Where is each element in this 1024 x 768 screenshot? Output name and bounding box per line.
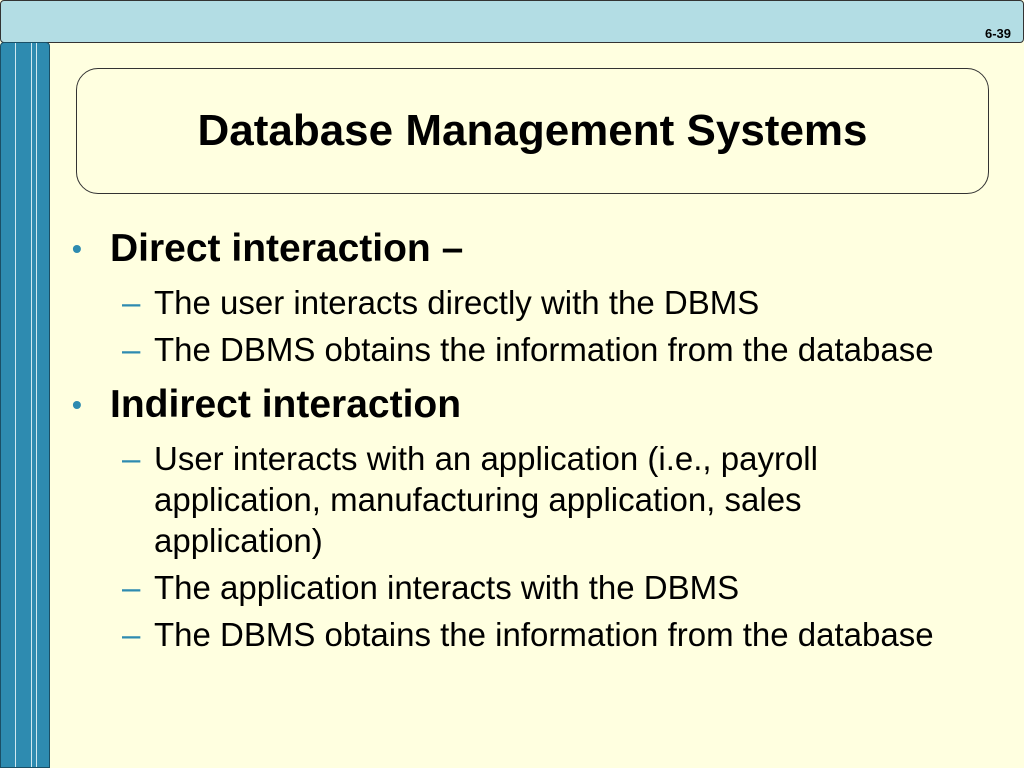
sub-bullet-marker: – (122, 331, 141, 368)
sub-bullet: – The user interacts directly with the D… (72, 282, 972, 323)
bullet-text: Indirect interaction (110, 383, 462, 426)
slide-title: Database Management Systems (197, 106, 868, 155)
slide-number: 6-39 (984, 26, 1011, 41)
top-bar: 6-39 (0, 0, 1024, 43)
sub-bullet-text: The application interacts with the DBMS (154, 569, 740, 606)
sidebar-stripe (36, 43, 37, 767)
sub-bullet: – The application interacts with the DBM… (72, 567, 972, 608)
sub-bullet-marker: – (122, 440, 141, 477)
sub-bullet-text: User interacts with an application (i.e.… (154, 440, 818, 559)
slide-content: • Direct interaction – – The user intera… (72, 222, 972, 655)
sub-bullet: – User interacts with an application (i.… (72, 438, 972, 561)
title-box: Database Management Systems (76, 68, 989, 194)
bullet-marker: • (72, 233, 82, 264)
sub-bullet-marker: – (122, 569, 141, 606)
sub-bullet-text: The DBMS obtains the information from th… (154, 331, 934, 368)
sub-bullet-text: The user interacts directly with the DBM… (154, 284, 760, 321)
sidebar-stripe (15, 43, 16, 767)
bullet-marker: • (72, 389, 82, 420)
sub-bullet-marker: – (122, 616, 141, 653)
sub-bullet-marker: – (122, 284, 141, 321)
sub-bullet-text: The DBMS obtains the information from th… (154, 616, 934, 653)
sub-bullet: – The DBMS obtains the information from … (72, 614, 972, 655)
left-sidebar-decoration (0, 42, 50, 768)
sidebar-stripe (31, 43, 32, 767)
bullet-text: Direct interaction – (110, 227, 464, 270)
bullet-direct-interaction: • Direct interaction – (72, 222, 972, 276)
bullet-indirect-interaction: • Indirect interaction (72, 378, 972, 432)
sub-bullet: – The DBMS obtains the information from … (72, 329, 972, 370)
